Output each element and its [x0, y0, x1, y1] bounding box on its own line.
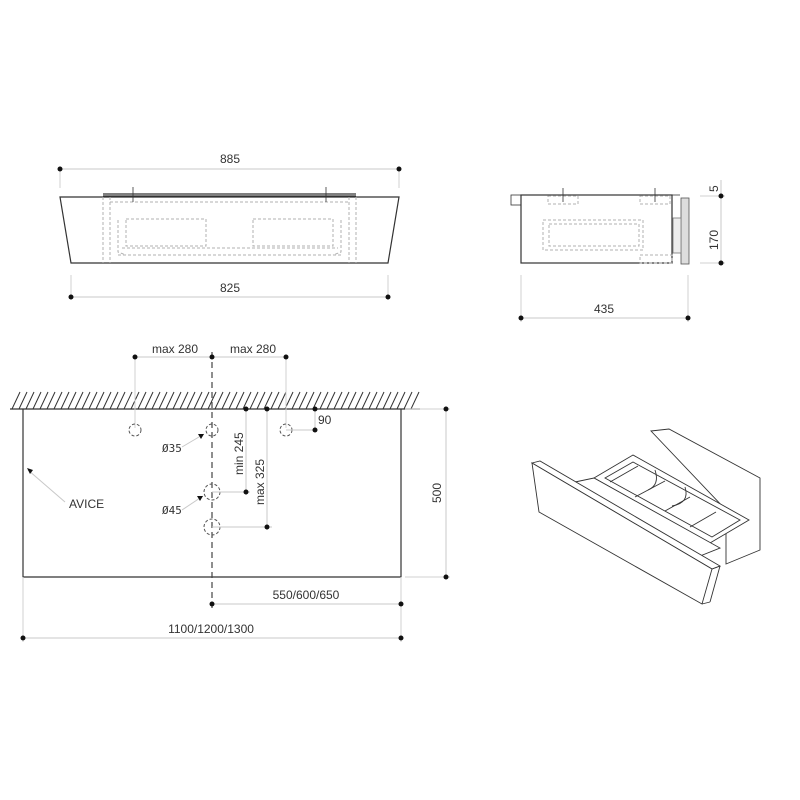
plan-depth-label: 500	[430, 483, 444, 503]
half-width-label: 550/600/650	[273, 588, 340, 602]
front-view: 885 825	[57, 152, 402, 300]
left-spacing-label: max 280	[152, 342, 198, 356]
side-height-label: 170	[707, 230, 721, 250]
isometric-drawer-view	[530, 428, 761, 605]
hole-small-diameter-label: Ø35	[162, 442, 182, 455]
hole-offset-label: 90	[318, 413, 332, 427]
max-distance-label: max 325	[253, 459, 267, 505]
side-top-offset-label: 5	[707, 185, 721, 192]
side-view: 5 170 435	[510, 180, 725, 322]
front-top-width-label: 885	[220, 152, 240, 166]
hole-large-diameter-label: Ø45	[162, 504, 182, 517]
right-spacing-label: max 280	[230, 342, 276, 356]
product-label: AVICE	[69, 497, 104, 511]
front-bottom-width-label: 825	[220, 281, 240, 295]
side-depth-label: 435	[594, 302, 614, 316]
min-distance-label: min 245	[232, 432, 246, 475]
plan-view: max 280 max 280 Ø35 Ø45 90 min 245	[10, 342, 450, 642]
total-width-label: 1100/1200/1300	[168, 622, 254, 636]
